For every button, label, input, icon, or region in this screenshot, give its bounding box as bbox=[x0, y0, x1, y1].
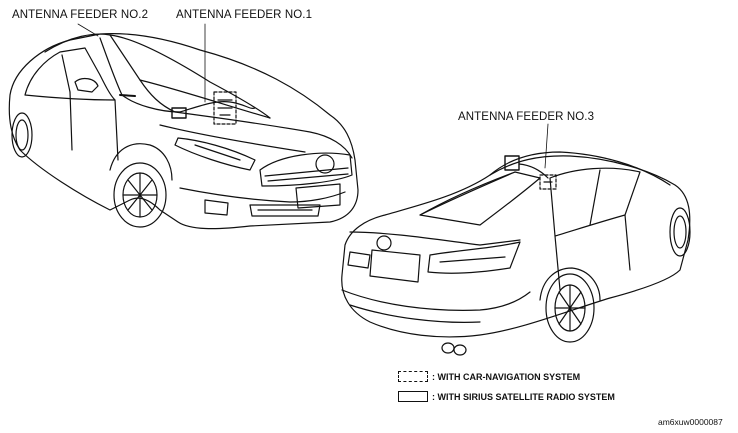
front-car-drawing bbox=[8, 23, 359, 230]
legend-sirius-satellite: : WITH SIRIUS SATELLITE RADIO SYSTEM bbox=[432, 392, 615, 402]
legend-dashed-box-icon bbox=[398, 371, 428, 382]
label-antenna-feeder-no3: ANTENNA FEEDER NO.3 bbox=[458, 111, 595, 123]
label-antenna-feeder-no1: ANTENNA FEEDER NO.1 bbox=[176, 9, 313, 21]
figure-code: am6xuw0000087 bbox=[658, 417, 723, 427]
rear-car-drawing bbox=[341, 123, 691, 356]
legend-car-navigation: : WITH CAR-NAVIGATION SYSTEM bbox=[432, 372, 581, 382]
label-antenna-feeder-no2: ANTENNA FEEDER NO.2 bbox=[12, 9, 149, 21]
legend-solid-box-icon bbox=[398, 391, 428, 402]
